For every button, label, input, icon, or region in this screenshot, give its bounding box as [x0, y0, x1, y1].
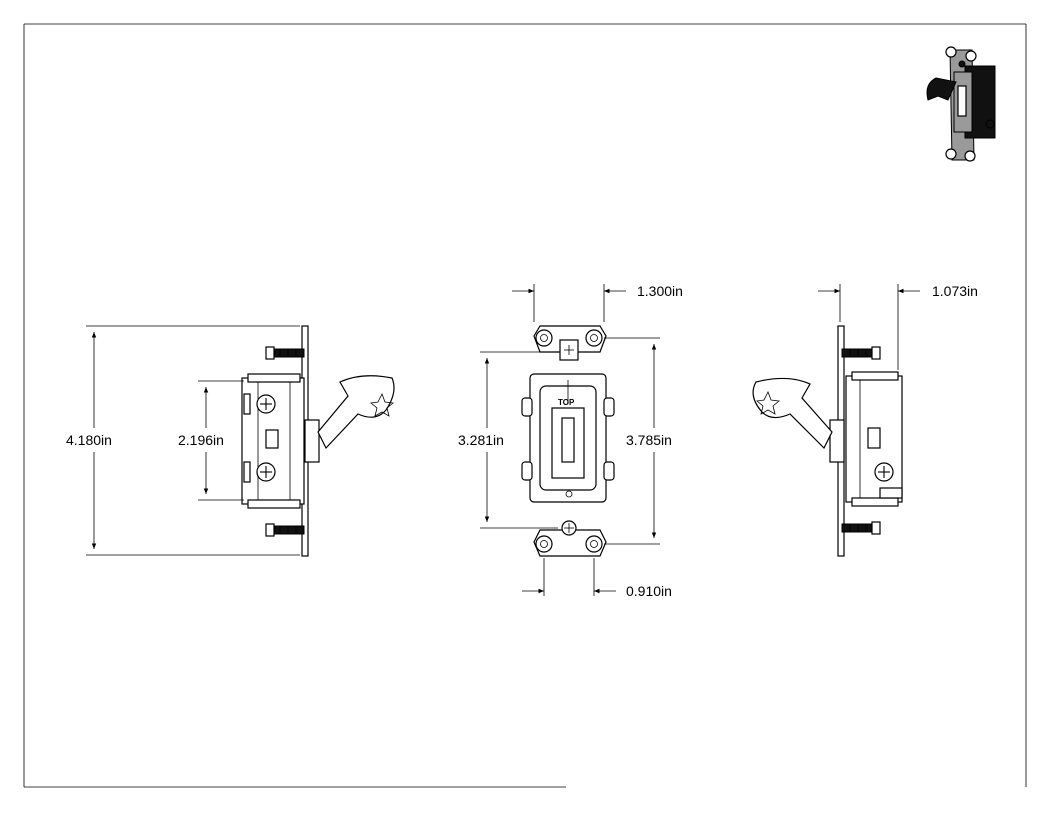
dim-strap-width: 1.300in [512, 283, 683, 322]
side-view-left [241, 325, 395, 557]
dim-overall-height: 4.180in [66, 325, 300, 556]
dim-strap-height: 3.785in [604, 337, 672, 545]
dim-body-width-label: 0.910in [626, 583, 672, 599]
terminal-screw-upper [256, 394, 276, 414]
dim-mount-height-label: 3.281in [458, 432, 504, 448]
dim-strap-width-label: 1.300in [637, 283, 683, 299]
top-marking: TOP [558, 398, 575, 407]
dim-body-height-label: 2.196in [178, 432, 224, 448]
front-view: TOP [521, 325, 615, 557]
toggle-handle-left [304, 375, 395, 463]
switch-3d-thumbnail-icon [926, 46, 996, 162]
side-view-right [752, 325, 903, 557]
terminal-screw-lower [256, 462, 276, 482]
sheet-border [23, 23, 1027, 788]
dim-strap-height-label: 3.785in [626, 432, 672, 448]
mounting-screw-bottom [265, 523, 305, 537]
dim-depth: 1.073in [818, 283, 978, 370]
toggle-handle-right [752, 377, 845, 463]
dim-body-width: 0.910in [522, 558, 672, 599]
dim-mount-height: 3.281in [458, 351, 558, 529]
mounting-screw-top [265, 346, 305, 360]
mounting-screw-top-right [841, 346, 881, 360]
mounting-screw-bottom-right [841, 521, 881, 535]
dim-depth-label: 1.073in [932, 283, 978, 299]
dim-overall-height-label: 4.180in [66, 432, 112, 448]
dim-body-height: 2.196in [178, 380, 244, 501]
terminal-screw-right [874, 462, 894, 482]
